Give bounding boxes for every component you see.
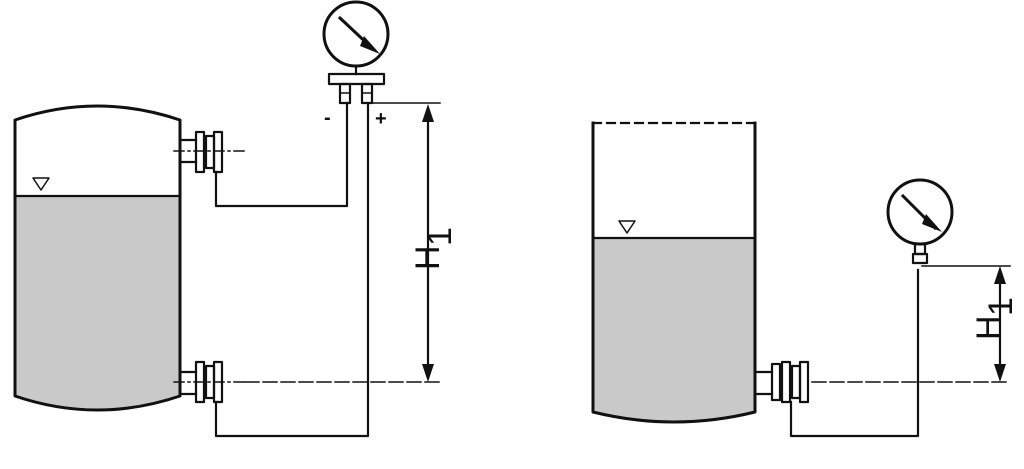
minus-port-label: - — [324, 107, 331, 129]
dimension-arrow-h1-right — [994, 266, 1006, 382]
closed-tank-vessel — [13, 104, 182, 412]
liquid-level-marker-icon — [618, 220, 636, 234]
upper-flange-connection — [173, 130, 246, 174]
open-tank-flange-connection — [753, 360, 810, 404]
liquid-level-marker-icon — [32, 177, 50, 191]
closed-tank-liquid — [15, 196, 180, 410]
gauge-impulse-line — [789, 268, 920, 438]
differential-pressure-gauge-icon — [322, 0, 390, 105]
closed-tank-figure: - + H 1 — [13, 0, 459, 438]
dimension-label-h1-left: H — [409, 245, 447, 270]
pressure-gauge-icon — [886, 178, 954, 265]
open-tank-liquid — [593, 238, 755, 422]
plus-impulse-line — [214, 101, 370, 438]
lower-flange-connection — [173, 360, 246, 404]
plus-port-label: + — [375, 108, 387, 130]
dimension-subscript-left: 1 — [421, 227, 459, 246]
open-tank-vessel — [591, 121, 757, 424]
open-tank-figure: H 1 — [591, 121, 1020, 438]
minus-impulse-line — [214, 101, 349, 208]
dimension-arrow-h1-left — [422, 104, 434, 382]
dimension-label-h1-right: H — [970, 315, 1008, 340]
dimension-subscript-right: 1 — [982, 297, 1020, 316]
